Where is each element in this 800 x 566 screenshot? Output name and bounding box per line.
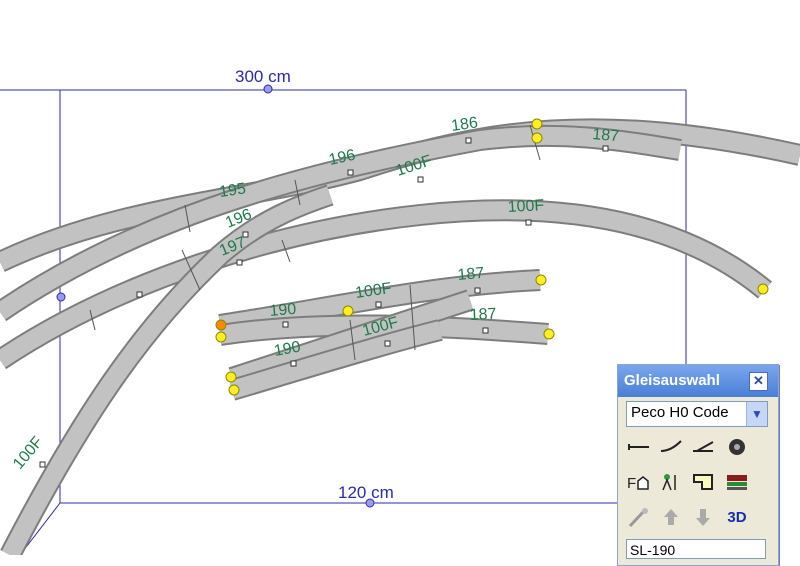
chevron-down-icon[interactable]: ▼ bbox=[746, 402, 767, 426]
close-icon[interactable]: ✕ bbox=[749, 372, 768, 391]
library-select-value: Peco H0 Code bbox=[631, 404, 729, 421]
figure-icon[interactable] bbox=[658, 470, 684, 494]
building-icon[interactable]: F bbox=[626, 470, 652, 494]
track-label: 195 bbox=[218, 180, 247, 201]
straight-track-icon[interactable] bbox=[626, 435, 652, 459]
track-label: 187 bbox=[469, 306, 497, 324]
width-dimension: 300 cm bbox=[235, 67, 291, 86]
svg-text:F: F bbox=[627, 475, 636, 492]
wand-icon[interactable] bbox=[626, 505, 652, 529]
track-label: 196 bbox=[327, 147, 357, 169]
level-down-icon[interactable] bbox=[690, 505, 716, 529]
track-selection-palette[interactable]: Gleisauswahl ✕ Peco H0 Code ▼ F 3D SL-19… bbox=[617, 364, 779, 566]
track-label: 100F bbox=[507, 197, 545, 216]
track-label: 187 bbox=[592, 126, 620, 145]
platform-icon[interactable] bbox=[690, 470, 716, 494]
palette-title: Gleisauswahl bbox=[624, 372, 720, 389]
selected-track-field[interactable]: SL-190 bbox=[626, 539, 766, 559]
track-label: 186 bbox=[450, 114, 479, 135]
track-layer[interactable] bbox=[0, 118, 800, 555]
scenery-icon[interactable] bbox=[724, 470, 750, 494]
turnout-icon[interactable] bbox=[690, 435, 716, 459]
track-label: 187 bbox=[457, 265, 485, 284]
track-label: 190 bbox=[269, 301, 297, 320]
palette-title-bar[interactable]: Gleisauswahl ✕ bbox=[618, 365, 778, 397]
library-select[interactable]: Peco H0 Code ▼ bbox=[626, 401, 768, 427]
level-up-icon[interactable] bbox=[658, 505, 684, 529]
curved-track-icon[interactable] bbox=[658, 435, 684, 459]
height-dimension: 120 cm bbox=[338, 483, 394, 502]
3d-view-button[interactable]: 3D bbox=[727, 508, 747, 526]
turntable-icon[interactable] bbox=[724, 435, 750, 459]
track-label: 190 bbox=[273, 339, 302, 360]
track-label: 100F bbox=[354, 280, 393, 302]
